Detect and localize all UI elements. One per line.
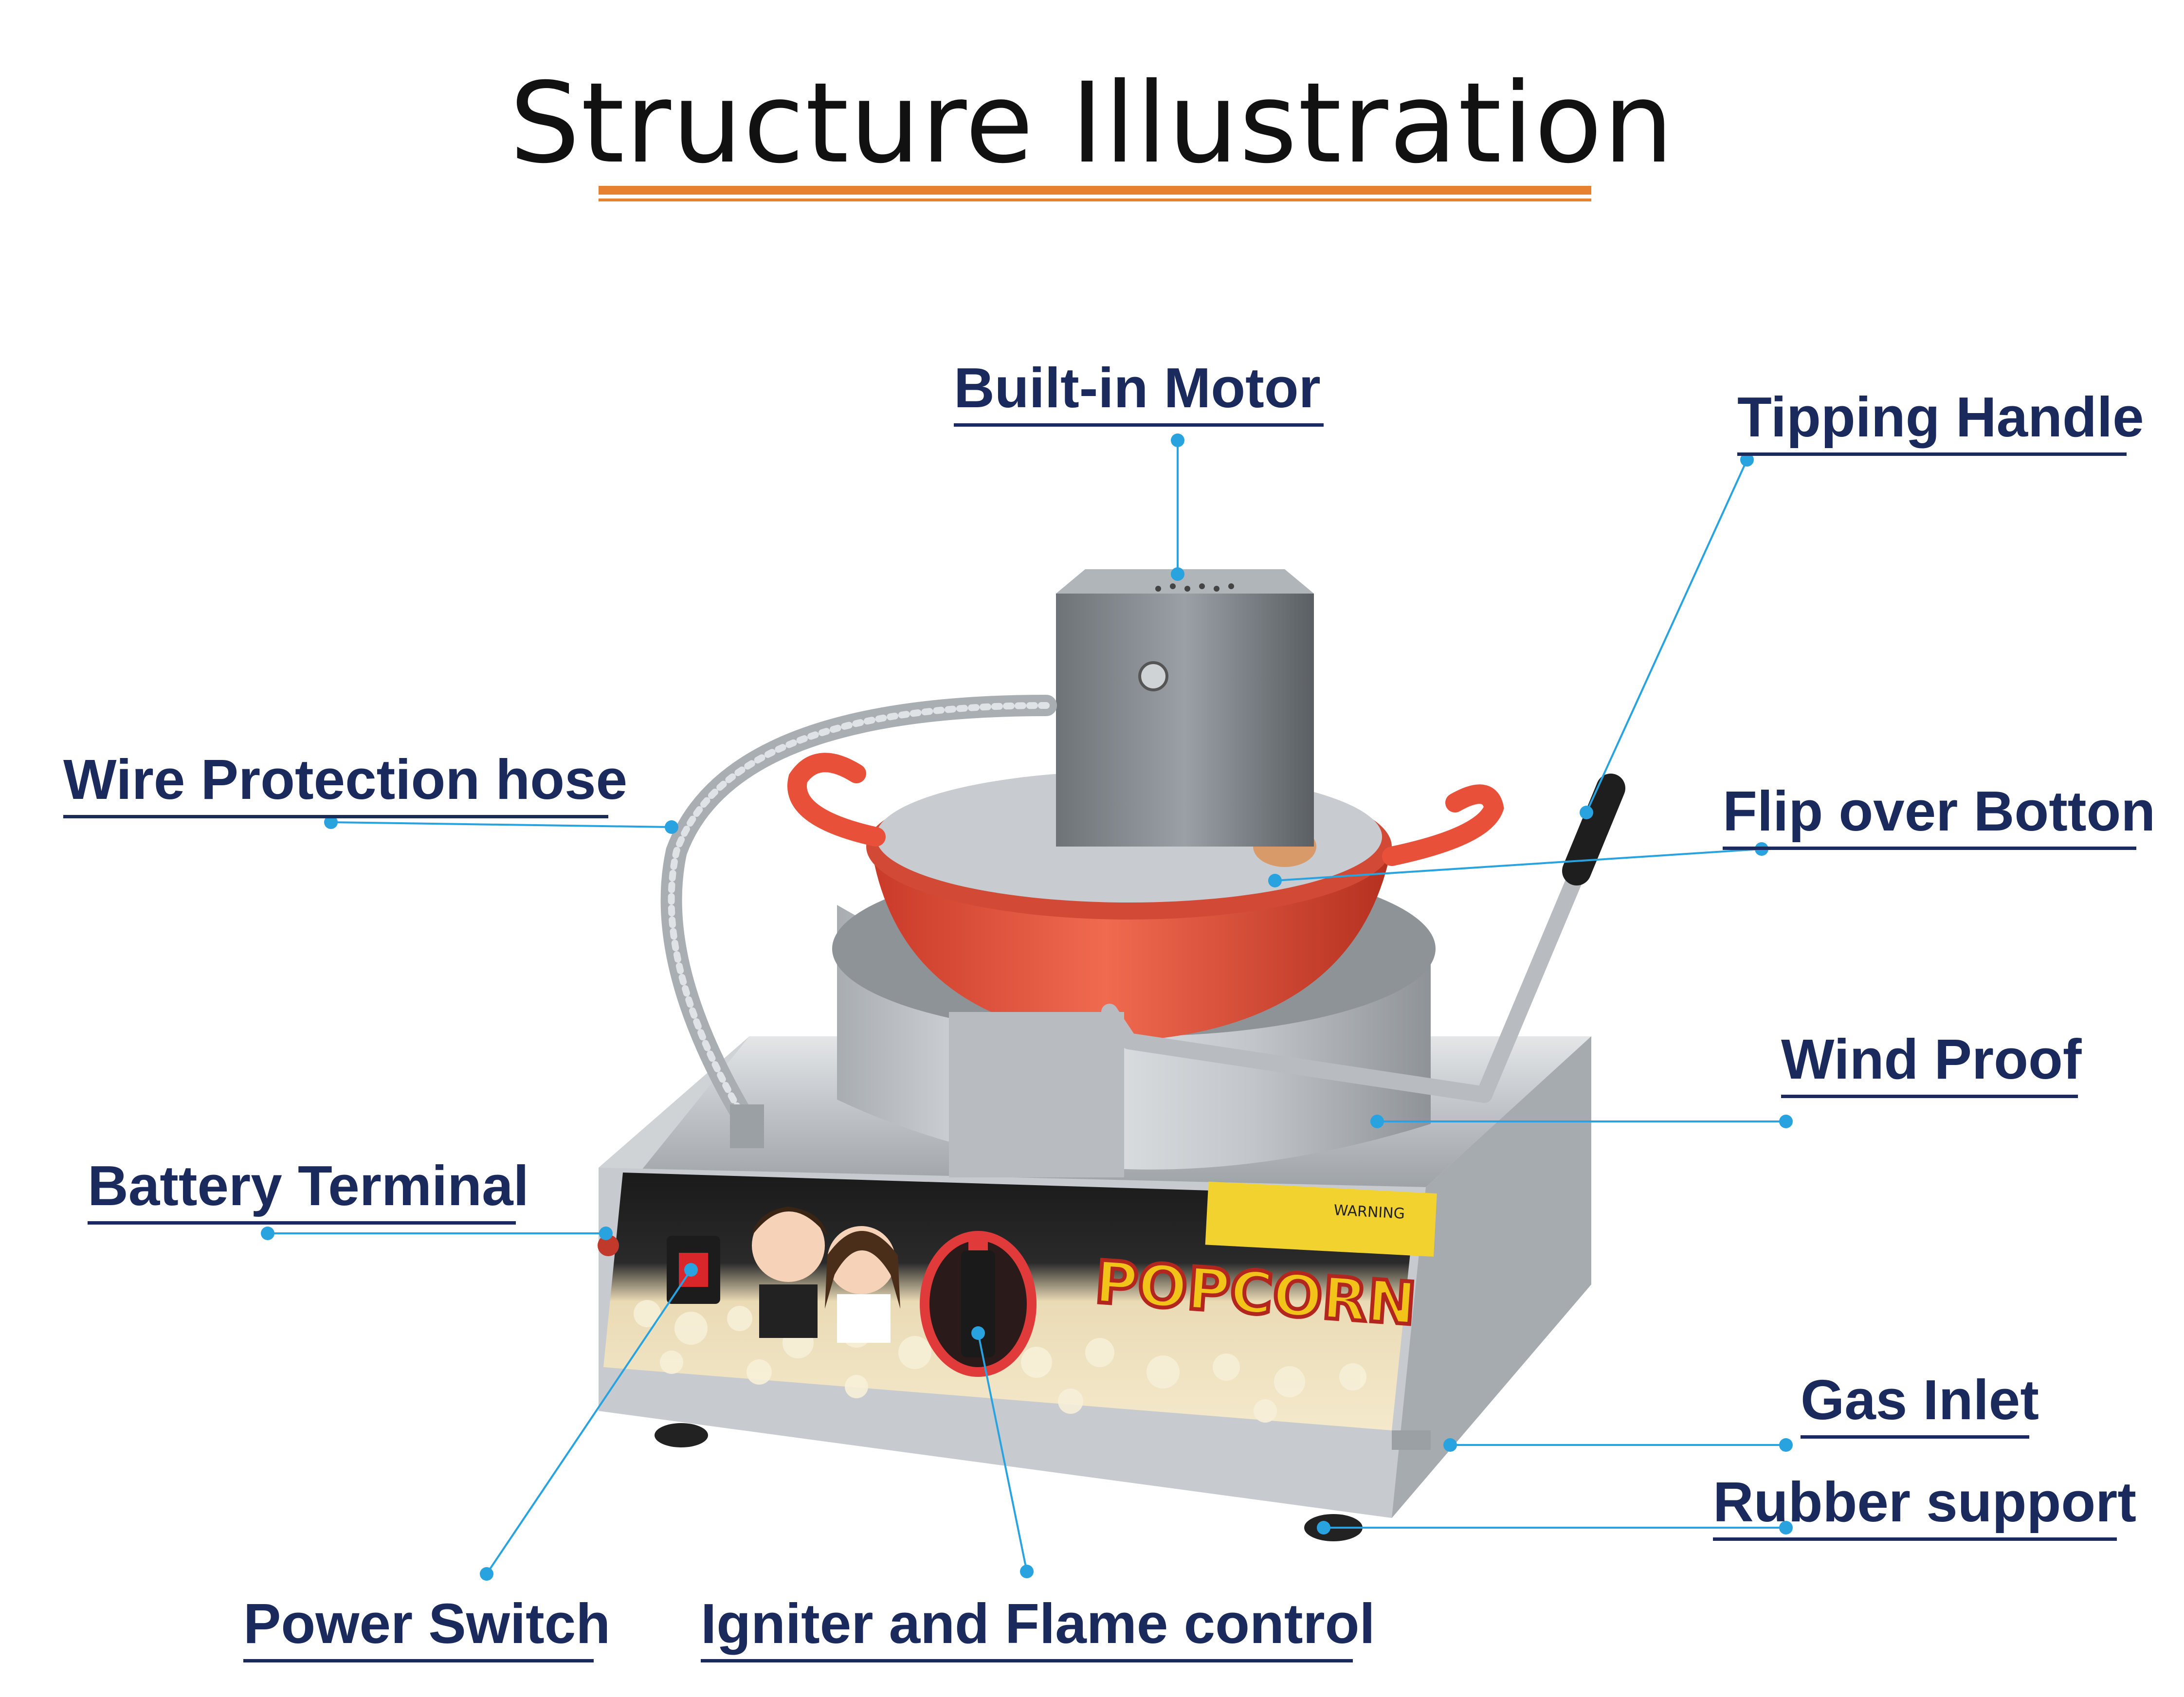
flame-control-knob xyxy=(920,1231,1037,1377)
rule-igniter-and-flame-control xyxy=(701,1659,1353,1662)
leader-dots xyxy=(261,433,1793,1581)
rule-flip-over-botton xyxy=(1723,847,2136,850)
warning-sticker xyxy=(1205,1181,1437,1257)
page-title: Structure Illustration xyxy=(510,58,1674,188)
gas-inlet xyxy=(1392,1430,1431,1450)
warning-sticker-text: WARNING xyxy=(1333,1202,1405,1223)
rubber-foot-left xyxy=(655,1423,708,1447)
label-igniter-and-flame-control: Igniter and Flame control xyxy=(701,1592,1375,1655)
title-underline-thin xyxy=(599,199,1591,201)
rule-wire-protection-hose xyxy=(63,815,608,818)
battery-terminal xyxy=(598,1235,619,1256)
rule-gas-inlet xyxy=(1801,1435,2029,1439)
leader-lines xyxy=(268,440,1786,1575)
label-flip-over-botton: Flip over Botton xyxy=(1723,779,2156,843)
motor-box xyxy=(1056,569,1314,847)
label-gas-inlet: Gas Inlet xyxy=(1801,1368,2039,1431)
title-underline xyxy=(599,186,1591,195)
rule-rubber-support xyxy=(1713,1537,2117,1541)
rule-battery-terminal xyxy=(88,1221,516,1225)
rule-tipping-handle xyxy=(1737,452,2127,456)
label-battery-terminal: Battery Terminal xyxy=(88,1154,529,1217)
hose-fitting xyxy=(730,1104,764,1148)
label-power-switch: Power Switch xyxy=(243,1592,611,1655)
label-tipping-handle: Tipping Handle xyxy=(1737,385,2144,449)
rule-power-switch xyxy=(243,1659,594,1662)
rule-built-in-motor xyxy=(954,423,1324,427)
label-built-in-motor: Built-in Motor xyxy=(954,356,1321,419)
tipping-handle-rod xyxy=(949,774,1625,1177)
base-box: POPCORN WARNING xyxy=(598,1036,1591,1541)
couple-illustration xyxy=(752,1207,900,1343)
label-rubber-support: Rubber support xyxy=(1713,1470,2136,1534)
handle-bracket xyxy=(949,1012,1124,1177)
rule-wind-proof xyxy=(1781,1095,2078,1098)
label-wire-protection-hose: Wire Protection hose xyxy=(63,748,628,811)
label-wind-proof: Wind Proof xyxy=(1781,1028,2082,1091)
